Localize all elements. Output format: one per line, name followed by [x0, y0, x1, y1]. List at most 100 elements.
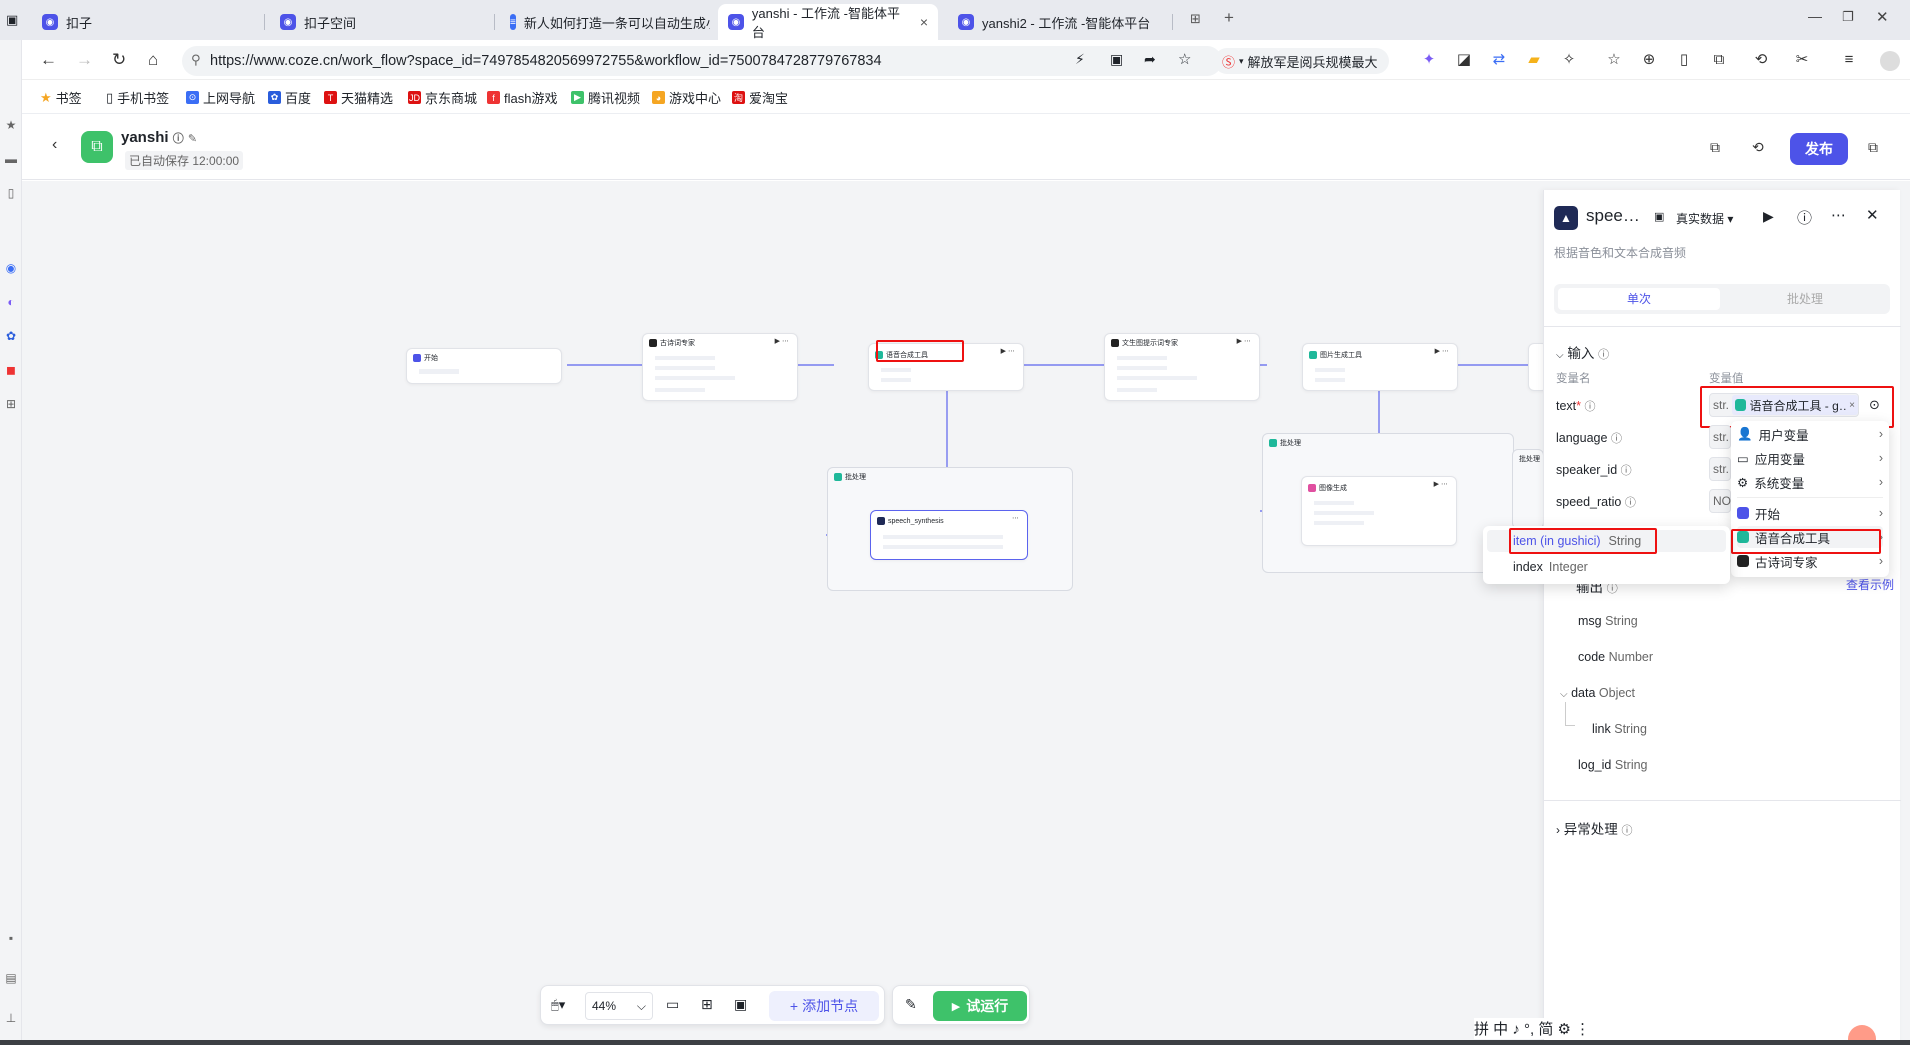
node-start[interactable]: 开始 [406, 348, 562, 384]
bookmark-item[interactable]: ▶腾讯视频 [571, 88, 640, 107]
layout-icon[interactable]: ⧉ [1868, 139, 1878, 155]
group-batch-image[interactable]: 批处理 图像生成 ▶ ⋯ [1262, 433, 1514, 573]
view-example-link[interactable]: 查看示例 [1846, 578, 1895, 592]
tab-yanshi2[interactable]: ◉ yanshi2 - 工作流 -智能体平台 [948, 4, 1168, 40]
ai-sparkle-icon[interactable]: ✦ [1422, 51, 1436, 68]
node-run-icon[interactable]: ▶ ⋯ [1433, 481, 1448, 488]
ai-app-icon[interactable]: ◐ [7, 295, 15, 309]
favorites-icon[interactable]: ☆ [1607, 51, 1621, 68]
node-run-icon[interactable]: ▶ ⋯ [1236, 338, 1251, 345]
bookmark-item[interactable]: ⊙上网导航 [186, 88, 255, 107]
output-data[interactable]: ⌵ data Object [1560, 686, 1636, 700]
search-app-icon[interactable]: ◉ [5, 261, 17, 275]
menu-item-user-variables[interactable]: 👤用户变量› [1737, 426, 1883, 443]
tab-close-icon[interactable]: × [919, 14, 928, 30]
folder-icon[interactable]: ▬ [5, 152, 17, 166]
info-icon[interactable]: ⓘ [172, 133, 184, 145]
node-tts-tool[interactable]: 语音合成工具 ▶ ⋯ [868, 343, 1024, 391]
group-batch-speech[interactable]: 批处理 speech_synthesis ⋯ [827, 467, 1073, 591]
test-run-button[interactable]: ▶ 试运行 [933, 991, 1027, 1021]
scissors-icon[interactable]: ✂ [1795, 51, 1809, 68]
news-app-icon[interactable]: ◼ [6, 363, 16, 377]
help-icon[interactable]: ⓘ [1797, 210, 1813, 227]
tab-doc[interactable]: ≡ 新人如何打造一条可以自动生成小 [510, 14, 710, 31]
history-icon[interactable]: ⟲ [1752, 139, 1764, 155]
add-node-button[interactable]: + 添加节点 [769, 991, 879, 1021]
node-image-generation[interactable]: 图像生成 ▶ ⋯ [1301, 476, 1457, 546]
bookmark-item[interactable]: ▯手机书签 [106, 89, 170, 107]
collections-icon[interactable]: ⧉ [1713, 51, 1725, 68]
node-run-icon[interactable]: ▶ ⋯ [1434, 348, 1449, 355]
param-speed-type[interactable]: NO [1709, 489, 1731, 513]
tab-yanshi[interactable]: ◉ yanshi - 工作流 -智能体平台 × [718, 4, 938, 40]
node-text2img-expert[interactable]: 文生图提示词专家 ▶ ⋯ [1104, 333, 1260, 401]
node-run-icon[interactable]: ▶ ⋯ [774, 338, 789, 345]
extensions-icon[interactable]: ✧ [1562, 51, 1576, 68]
bookmark-item[interactable]: ★书签 [40, 89, 82, 107]
minimap-icon[interactable]: ▣ [734, 996, 748, 1012]
phone-icon[interactable]: ▯ [7, 186, 15, 200]
reload-icon[interactable]: ↻ [112, 50, 127, 69]
param-language-type[interactable]: str. [1709, 425, 1731, 449]
bookmark-item[interactable]: ◕游戏中心 [652, 88, 721, 107]
submenu-item-index[interactable]: index Integer [1513, 560, 1588, 574]
param-speaker-type[interactable]: str. [1709, 457, 1731, 481]
node-more-icon[interactable]: ⋯ [1012, 515, 1019, 522]
forward-icon[interactable]: → [76, 50, 93, 69]
more-icon[interactable]: ⋯ [1831, 207, 1846, 224]
error-section-header[interactable]: › 异常处理 ⓘ [1556, 822, 1633, 837]
tab-single[interactable]: 单次 [1558, 288, 1720, 310]
zoom-select[interactable]: 44% ⌵ [585, 992, 653, 1020]
menu-icon[interactable]: ≡ [1844, 51, 1854, 68]
mouse-mode-icon[interactable]: 🖱▾ [551, 997, 566, 1012]
back-icon[interactable]: ‹ [52, 136, 58, 153]
node-speech-synthesis[interactable]: speech_synthesis ⋯ [870, 510, 1028, 560]
folder-icon[interactable]: ▰ [1528, 51, 1540, 68]
star-icon[interactable]: ★ [5, 118, 17, 132]
edit-icon[interactable]: ✎ [187, 133, 198, 145]
run-icon[interactable]: ▶ [1763, 208, 1774, 224]
back-icon[interactable]: ← [40, 50, 57, 69]
ime-toolbar[interactable]: 拼 中 ♪ °, 简 ⚙ ⋮ [1474, 1018, 1591, 1039]
save-icon[interactable]: ▣ [1654, 211, 1665, 223]
layout-grid-icon[interactable]: ⊞ [701, 996, 713, 1012]
briefcase-icon[interactable]: ▤ [5, 971, 17, 985]
browser-sidebar-icon[interactable]: ▣ [6, 12, 19, 27]
share-icon[interactable]: ➦ [1144, 51, 1156, 67]
text-ref-tag[interactable]: 语音合成工具 - g… × [1732, 395, 1858, 415]
tab-kouzi[interactable]: ◉ 扣子 [32, 4, 262, 40]
new-tab-icon[interactable]: + [1224, 8, 1234, 27]
publish-button[interactable]: 发布 [1790, 133, 1848, 165]
home-icon[interactable]: ⌂ [148, 50, 159, 69]
translate-icon[interactable]: ⇄ [1492, 51, 1506, 68]
chart-extension-icon[interactable]: ◪ [1456, 51, 1472, 68]
maximize-icon[interactable]: ❐ [1842, 9, 1854, 24]
tab-batch[interactable]: 批处理 [1786, 292, 1823, 306]
history-icon[interactable]: ⟲ [1754, 51, 1768, 68]
tag-remove-icon[interactable]: × [1849, 399, 1855, 411]
wallet-icon[interactable]: ▪ [8, 931, 14, 945]
tab-grid-icon[interactable]: ⊞ [1190, 11, 1201, 26]
news-ticker[interactable]: Ⓢ ▾ 解放军是阅兵规模最大 [1214, 48, 1389, 74]
download-icon[interactable]: ⊕ [1642, 51, 1656, 68]
input-section-header[interactable]: ⌵ 输入 ⓘ [1556, 346, 1610, 361]
add-app-icon[interactable]: ⊞ [5, 397, 17, 411]
bookmark-item[interactable]: ✿百度 [268, 88, 311, 107]
debug-icon[interactable]: ✎ [905, 996, 917, 1012]
url-input[interactable]: ⚲ https://www.coze.cn/work_flow?space_id… [182, 46, 1222, 76]
group-batch-partial[interactable]: 批处理 [1512, 449, 1544, 529]
avatar[interactable] [1880, 51, 1900, 71]
tab-kouzi-space[interactable]: ◉ 扣子空间 [270, 4, 490, 40]
node-run-icon[interactable]: ▶ ⋯ [1000, 348, 1015, 355]
menu-item-start[interactable]: 开始› [1737, 502, 1883, 524]
variable-picker-icon[interactable]: ⊙ [1869, 397, 1880, 412]
copy-icon[interactable]: ⧉ [1710, 139, 1720, 155]
pin-icon[interactable]: ⊥ [5, 1011, 17, 1025]
close-window-icon[interactable]: ✕ [1876, 9, 1889, 26]
star-icon[interactable]: ☆ [1178, 51, 1192, 68]
submenu-item-item[interactable]: item (in gushici) String [1487, 530, 1726, 552]
node-poem-expert[interactable]: 古诗词专家 ▶ ⋯ [642, 333, 798, 401]
